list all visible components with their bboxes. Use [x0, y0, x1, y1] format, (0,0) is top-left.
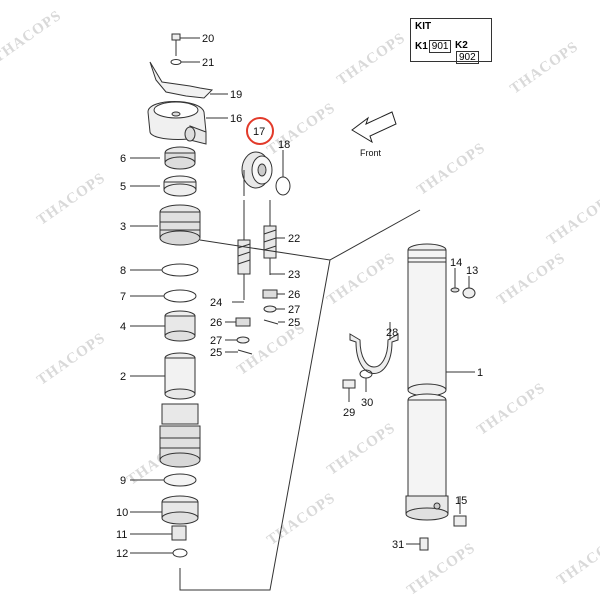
leader-lines: [179, 209, 421, 591]
screw-set: [225, 200, 285, 355]
watermark-text: THACOPS: [544, 190, 600, 249]
watermark-text: THACOPS: [414, 140, 488, 199]
callout-7: 7: [120, 291, 126, 303]
callout-10: 10: [116, 507, 128, 519]
kit-k2-label: K2: [455, 40, 468, 51]
callout-13: 13: [466, 265, 478, 277]
left-stack: [130, 146, 201, 558]
callout-21: 21: [202, 57, 214, 69]
callout-9: 9: [120, 475, 126, 487]
watermark-text: THACOPS: [334, 30, 408, 89]
watermark-text: THACOPS: [324, 250, 398, 309]
watermark-text: THACOPS: [507, 39, 581, 98]
callout-18: 18: [278, 139, 290, 151]
tube-assembly: [342, 243, 476, 551]
kit-k2: K2902: [455, 40, 491, 64]
callout-27: 27: [288, 304, 300, 316]
callout-8: 8: [120, 265, 126, 277]
front-label: Front: [360, 148, 382, 158]
callout-17: 17: [253, 126, 265, 138]
callout-25: 25: [288, 317, 300, 329]
kit-k2-code: 902: [456, 51, 479, 64]
watermark-text: THACOPS: [324, 420, 398, 479]
callout-12: 12: [116, 548, 128, 560]
callout-23: 23: [288, 269, 300, 281]
watermark-text: THACOPS: [264, 490, 338, 549]
kit-k1-label: K1: [415, 41, 428, 52]
callout-26: 26: [210, 317, 222, 329]
callout-1: 1: [477, 367, 483, 379]
front-direction-arrow: Front: [351, 111, 397, 158]
callout-5: 5: [120, 181, 126, 193]
callout-31: 31: [392, 539, 404, 551]
watermark-text: THACOPS: [0, 8, 65, 67]
callout-6: 6: [120, 153, 126, 165]
highlight-circle: [246, 117, 274, 145]
callout-22: 22: [288, 233, 300, 245]
callout-3: 3: [120, 221, 126, 233]
callout-25: 25: [210, 347, 222, 359]
kit-title: KIT: [415, 21, 432, 32]
callout-2: 2: [120, 371, 126, 383]
callout-26: 26: [288, 289, 300, 301]
callout-11: 11: [116, 529, 127, 541]
callout-15: 15: [455, 495, 467, 507]
callout-16: 16: [230, 113, 242, 125]
head-assembly: [147, 33, 291, 196]
watermark-text: THACOPS: [34, 170, 108, 229]
callout-27: 27: [210, 335, 222, 347]
callout-28: 28: [386, 327, 398, 339]
callout-24: 24: [210, 297, 222, 309]
watermark-text: THACOPS: [34, 330, 108, 389]
watermark-text: THACOPS: [264, 100, 338, 159]
callout-4: 4: [120, 321, 126, 333]
watermark-text: THACOPS: [554, 530, 600, 589]
callout-labels: 20 21 19 16 17 18 6 5 3 8 7 4 2 9 10 11 …: [116, 33, 483, 560]
callout-29: 29: [343, 407, 355, 419]
watermark-text: THACOPS: [474, 380, 548, 439]
watermark-text: THACOPS: [494, 250, 568, 309]
callout-19: 19: [230, 89, 242, 101]
callout-20: 20: [202, 33, 214, 45]
callout-30: 30: [361, 397, 373, 409]
callout-14: 14: [450, 257, 462, 269]
watermark-text: THACOPS: [404, 540, 478, 599]
kit-k1-code: 901: [428, 40, 452, 53]
